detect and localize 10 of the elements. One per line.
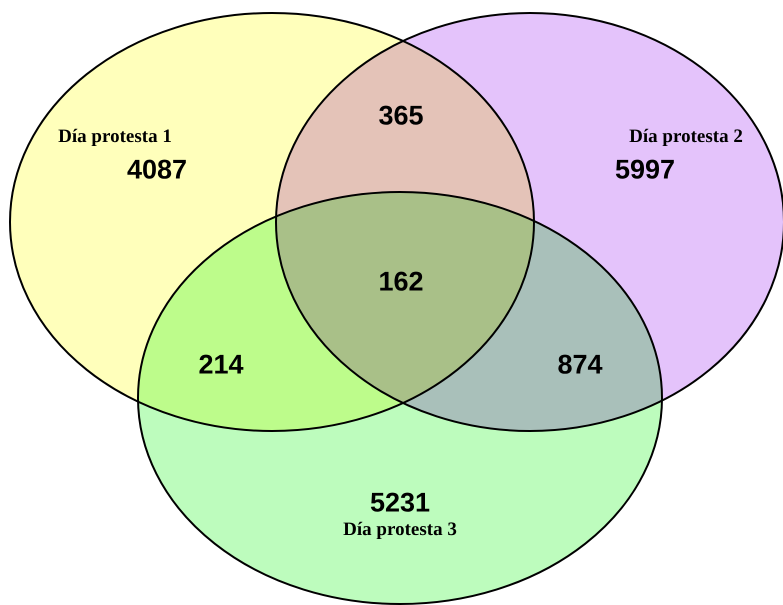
overlap-count: 162	[378, 266, 424, 298]
set-label: Día protesta 3	[343, 519, 457, 541]
set-label: Día protesta 2	[629, 126, 743, 148]
set-count: 4087	[126, 154, 188, 186]
overlap-count: 874	[557, 350, 603, 380]
overlap-count: 214	[198, 350, 244, 380]
set-label: Día protesta 1	[58, 126, 172, 148]
overlap-count: 365	[378, 100, 424, 132]
set-count: 5231	[370, 488, 430, 518]
set-count: 5997	[614, 154, 676, 186]
